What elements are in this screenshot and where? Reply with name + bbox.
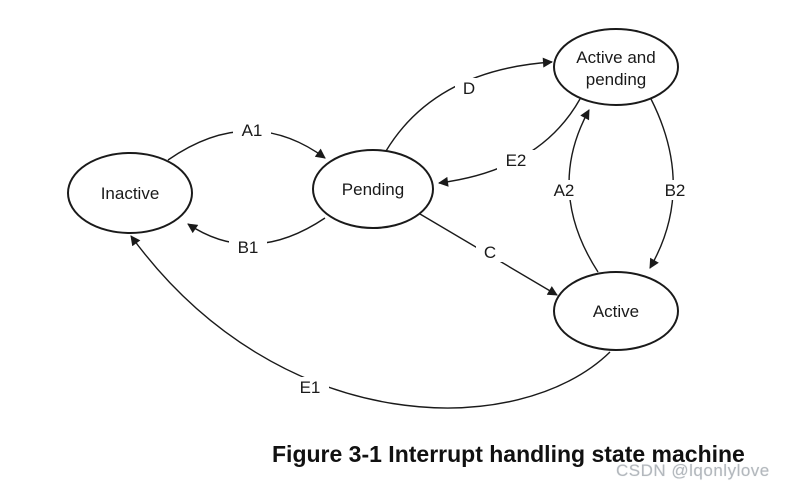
state-inactive-label: Inactive <box>101 184 160 203</box>
state-active-shape <box>553 271 679 351</box>
transition-a2-label: A2 <box>554 181 575 200</box>
label-mask <box>656 180 694 200</box>
state-active-and-pending: Active and pending <box>553 28 679 106</box>
label-mask <box>476 242 504 262</box>
state-active: Active <box>553 271 679 351</box>
label-mask <box>545 180 583 200</box>
label-mask <box>233 120 271 140</box>
state-pending: Pending <box>312 149 434 229</box>
state-label-line1: Active and <box>576 48 655 67</box>
state-pending-shape <box>312 149 434 229</box>
state-label-line2: pending <box>586 70 647 89</box>
transition-e1-arrow <box>130 235 611 409</box>
state-inactive-shape <box>67 152 193 234</box>
figure-caption: Figure 3-1 Interrupt handling state mach… <box>272 441 745 467</box>
state-inactive: Inactive <box>67 152 193 234</box>
transition-d-label: D <box>463 79 475 98</box>
label-mask <box>229 237 267 257</box>
state-pending-label: Pending <box>342 180 404 199</box>
state-active-and-pending-label: Active and pending <box>576 48 655 89</box>
label-mask <box>291 377 329 397</box>
transition-a1-label: A1 <box>242 121 263 140</box>
transition-d-arrow <box>385 57 553 152</box>
state-active-label: Active <box>593 302 639 321</box>
transition-c-label: C <box>484 243 496 262</box>
transition-e1-label: E1 <box>300 378 321 397</box>
watermark: CSDN @lqonlylove <box>616 461 770 480</box>
transition-e2-arrow <box>438 98 581 187</box>
label-mask <box>455 78 483 98</box>
state-active-and-pending-shape <box>553 28 679 106</box>
transition-b1-label: B1 <box>238 238 259 257</box>
transition-b2-label: B2 <box>665 181 686 200</box>
label-mask <box>497 150 535 170</box>
transition-e2-label: E2 <box>506 151 527 170</box>
